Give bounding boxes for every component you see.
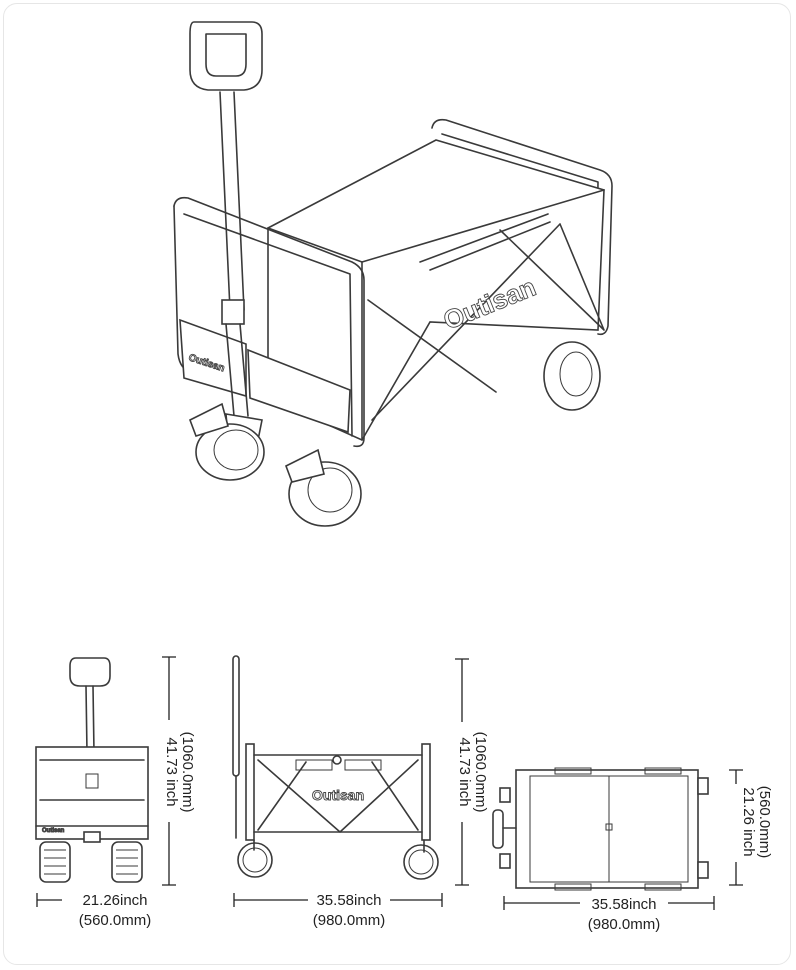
image-frame [3, 3, 791, 965]
top-view [492, 767, 709, 891]
top-width-mm-label: (560.0mm) [756, 786, 773, 859]
front-width-mm-label: (560.0mm) [79, 912, 152, 929]
front-view-logo: Outisan [42, 828, 65, 834]
front-height-mm-label: (1060.0mm) [179, 732, 196, 813]
front-view: Outisan [35, 657, 149, 883]
dimension-lines [36, 656, 743, 910]
top-length-mm-label: (980.0mm) [588, 916, 661, 933]
side-view-logo: Outisan [312, 787, 364, 803]
side-height-mm-label: (1060.0mm) [472, 732, 489, 813]
side-length-inch-label: 35.58inch [316, 892, 381, 909]
side-view: Outisan [232, 655, 439, 880]
front-height-inch-label: 41.73 inch [163, 737, 180, 806]
isometric-wagon-view: Outisan Outisan [173, 21, 613, 527]
side-length-mm-label: (980.0mm) [313, 912, 386, 929]
side-height-inch-label: 41.73 inch [456, 737, 473, 806]
top-length-inch-label: 35.58inch [591, 896, 656, 913]
front-width-inch-label: 21.26inch [82, 892, 147, 909]
top-width-inch-label: 21.26 inch [740, 787, 757, 856]
